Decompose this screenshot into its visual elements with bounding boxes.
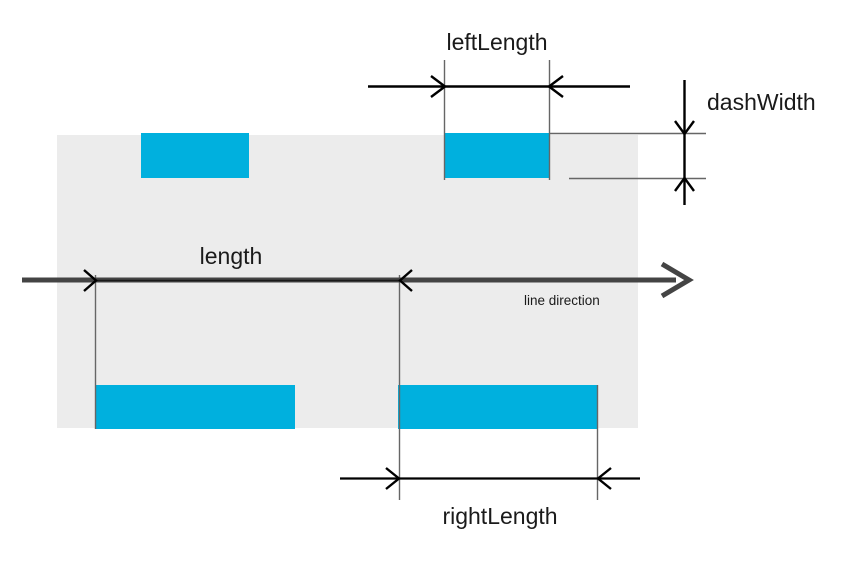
dimension-arrowhead-dashwidth-up-icon [674,175,695,192]
label-leftlength: leftLength [446,29,547,55]
label-rightlength: rightLength [442,503,557,529]
label-length: length [200,243,263,269]
line-direction-arrow-icon [660,261,694,299]
label-dashwidth: dashWidth [707,89,816,115]
dimension-arrowhead-rightlength-left-icon [596,467,612,490]
dash-bottom-left [95,385,295,429]
dimension-arrowhead-length-right-icon [83,269,98,292]
dash-top-right [444,133,549,178]
dash-top-left [141,133,249,178]
dimension-arrowhead-leftlength-left-icon [547,75,564,98]
dimension-arrowhead-dashwidth-down-icon [674,120,695,137]
label-line-direction: line direction [524,293,600,308]
dash-bottom-right [398,385,598,429]
dimension-arrowhead-leftlength-right-icon [430,75,447,98]
dimension-arrowhead-length-left-icon [398,269,413,292]
dimension-arrowhead-rightlength-right-icon [385,467,401,490]
